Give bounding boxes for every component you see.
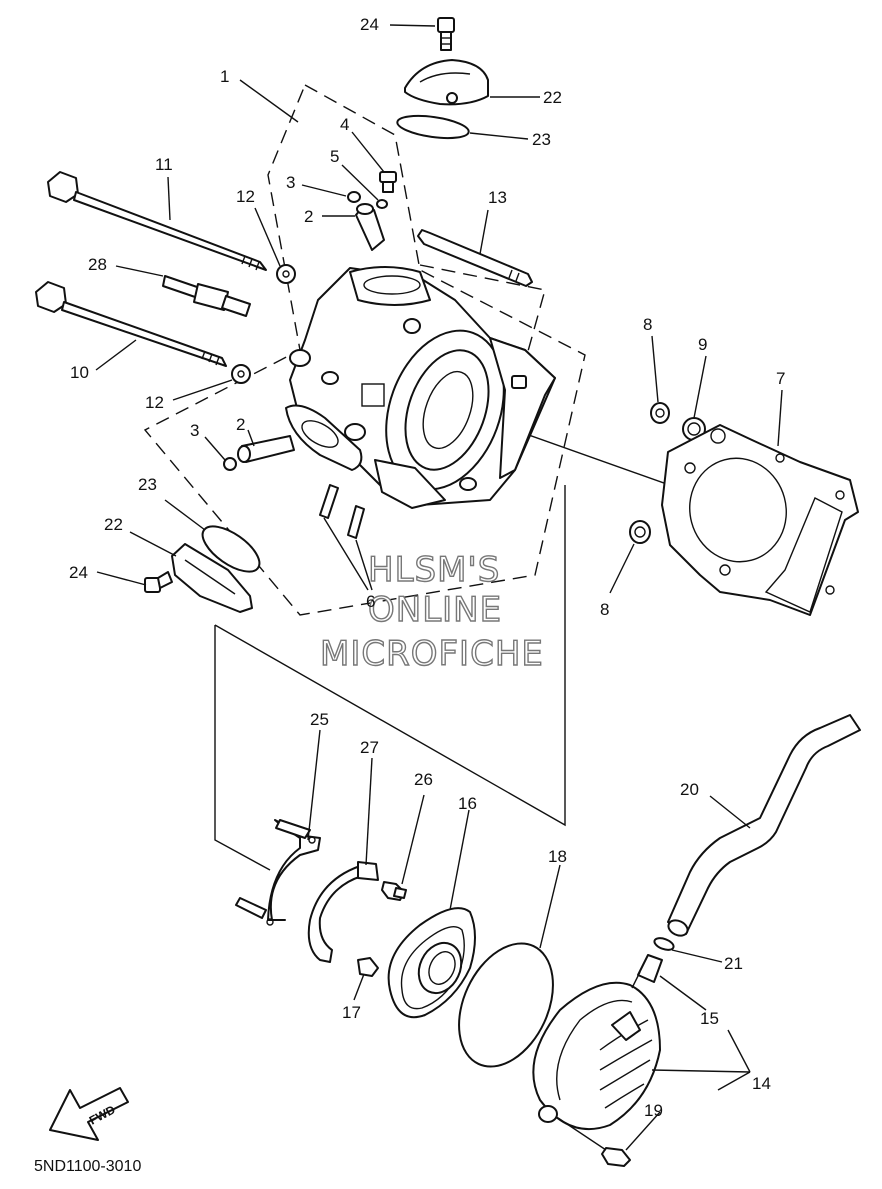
oring-23-top [396, 114, 470, 140]
hose-20 [667, 714, 861, 937]
bolt-10 [35, 281, 227, 367]
bolt-24-lower [144, 571, 173, 593]
callout-17: 17 [342, 1003, 361, 1022]
callout-24: 24 [69, 563, 88, 582]
callout-10: 10 [70, 363, 89, 382]
callout-3: 3 [286, 173, 295, 192]
cover-assembly-frame [214, 485, 566, 871]
pipe-2-upper [355, 203, 385, 251]
pipe-2-lower [237, 435, 295, 463]
spark-plug-28 [162, 275, 251, 317]
washer-12-upper [276, 264, 296, 284]
bolt-19 [601, 1147, 631, 1167]
bolt-11 [47, 171, 267, 271]
washer-5 [376, 199, 388, 209]
bracket-25 [235, 819, 321, 926]
fitting-15 [631, 954, 663, 989]
callout-6: 6 [366, 592, 375, 611]
bolt-24-top [437, 17, 455, 51]
callout-8: 8 [643, 315, 652, 334]
assembly-outline-1 [143, 84, 586, 616]
callout-9: 9 [698, 335, 707, 354]
callout-23: 23 [138, 475, 157, 494]
clip-21 [653, 937, 675, 951]
cap-22-top [404, 59, 489, 106]
callout-20: 20 [680, 780, 699, 799]
clamp-27 [307, 861, 379, 963]
watermark-line-1: HLSM'S [368, 550, 500, 590]
callout-25: 25 [310, 710, 329, 729]
callout-28: 28 [88, 255, 107, 274]
stud-6-left [319, 484, 339, 519]
callout-16: 16 [458, 794, 477, 813]
callout-14: 14 [752, 1074, 771, 1093]
oring-18 [458, 942, 554, 1068]
assembly-outline-13 [419, 264, 546, 381]
callout-27: 27 [360, 738, 379, 757]
cylinder-head [285, 266, 556, 509]
callout-12: 12 [236, 187, 255, 206]
callout-8: 8 [600, 600, 609, 619]
callout-5: 5 [330, 147, 339, 166]
clip-3-lower [223, 457, 237, 471]
washer-12-lower [231, 364, 251, 384]
cover-14 [532, 981, 661, 1131]
callout-4: 4 [340, 115, 349, 134]
leader-lines [95, 24, 783, 1151]
callout-7: 7 [776, 369, 785, 388]
bolt-4 [379, 171, 397, 193]
watermark-line-2: ONLINE [368, 590, 502, 630]
callout-1: 1 [220, 67, 229, 86]
head-gasket-7 [661, 424, 859, 616]
callout-11: 11 [155, 155, 173, 174]
callout-26: 26 [414, 770, 433, 789]
plate-16 [387, 907, 476, 1019]
callout-19: 19 [644, 1101, 663, 1120]
callout-2: 2 [304, 207, 313, 226]
watermark-line-3: MICROFICHE [320, 634, 544, 674]
clip-3-upper [347, 191, 361, 203]
stud-6-right [347, 505, 365, 539]
callout-21: 21 [724, 954, 743, 973]
callout-22: 22 [104, 515, 123, 534]
callout-23: 23 [532, 130, 551, 149]
callout-24: 24 [360, 15, 379, 34]
stud-13 [417, 229, 533, 287]
callout-12: 12 [145, 393, 164, 412]
callout-2: 2 [236, 415, 245, 434]
callout-22: 22 [543, 88, 562, 107]
bolt-17 [357, 957, 379, 977]
dowel-8-upper [650, 402, 670, 424]
cap-22-lower [171, 543, 253, 613]
callout-3: 3 [190, 421, 199, 440]
callout-15: 15 [700, 1009, 719, 1028]
bolt-26 [381, 881, 407, 901]
callout-18: 18 [548, 847, 567, 866]
dowel-8-lower [629, 520, 651, 544]
callout-13: 13 [488, 188, 507, 207]
diagram-code: 5ND1100-3010 [34, 1158, 141, 1175]
fwd-arrow-icon: FWD [49, 1087, 129, 1141]
